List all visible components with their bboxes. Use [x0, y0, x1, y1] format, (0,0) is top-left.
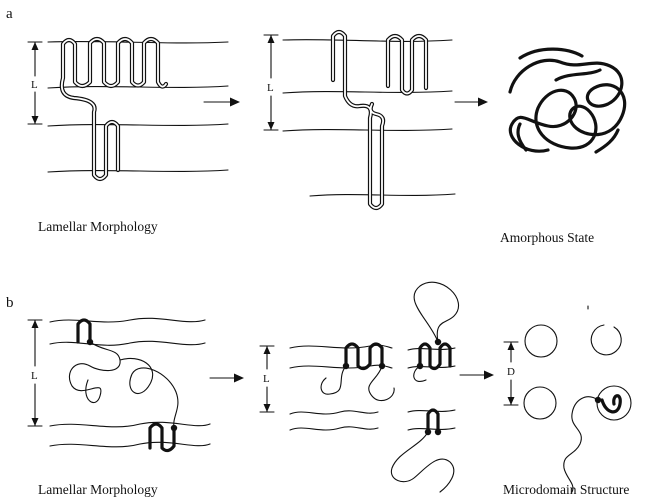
panel-a-arrow-2 [455, 98, 488, 107]
panel-a-spacing-label: L [31, 79, 38, 91]
panel-b-right-caption: Microdomain Structure [503, 482, 629, 497]
panel-a-amorphous-tangle [510, 49, 625, 152]
panel-b-spacing-label-2: L [263, 373, 270, 385]
panel-b-arrow-2 [460, 371, 494, 380]
panel-b: b L [6, 282, 631, 497]
panel-b-domain-size-marker: D [504, 342, 518, 405]
panel-b-intermediate-spacing-marker: L [260, 346, 274, 412]
microdomain-sphere-1 [525, 325, 557, 357]
panel-b-domain-label: D [507, 366, 515, 378]
panel-a-left-caption: Lamellar Morphology [38, 219, 158, 234]
microdomain-sphere-2 [591, 325, 621, 355]
panel-a-intermediate-stage: L [264, 32, 455, 208]
panel-b-intermediate-stage: L [260, 282, 459, 492]
panel-a-arrow-1 [204, 98, 240, 107]
panel-a-intermediate-spacing-marker: L [264, 35, 278, 130]
panel-a-folded-chain [62, 39, 166, 179]
panel-b-lamellar-stage: L [28, 318, 210, 450]
panel-a-right-caption: Amorphous State [500, 230, 594, 245]
panel-b-microdomain-stage: D [504, 306, 631, 492]
panel-a-spacing-marker: L [28, 42, 42, 124]
panel-b-left-caption: Lamellar Morphology [38, 482, 158, 497]
panel-b-letter: b [6, 295, 14, 311]
panel-b-arrow-1 [210, 374, 244, 383]
panel-a-intermediate-chain [333, 32, 426, 208]
panel-b-intermediate-chains [321, 282, 458, 492]
panel-a: a L [6, 6, 625, 245]
panel-b-microdomain-chain [564, 396, 620, 492]
panel-b-lamellar-chain [69, 320, 178, 451]
microdomain-sphere-3 [524, 387, 556, 419]
panel-b-spacing-marker: L [28, 320, 42, 426]
panel-a-letter: a [6, 6, 13, 22]
panel-a-lamellar-stage: L [28, 39, 228, 179]
panel-a-intermediate-spacing-label: L [267, 82, 274, 94]
panel-b-spacing-label-1: L [31, 370, 38, 382]
